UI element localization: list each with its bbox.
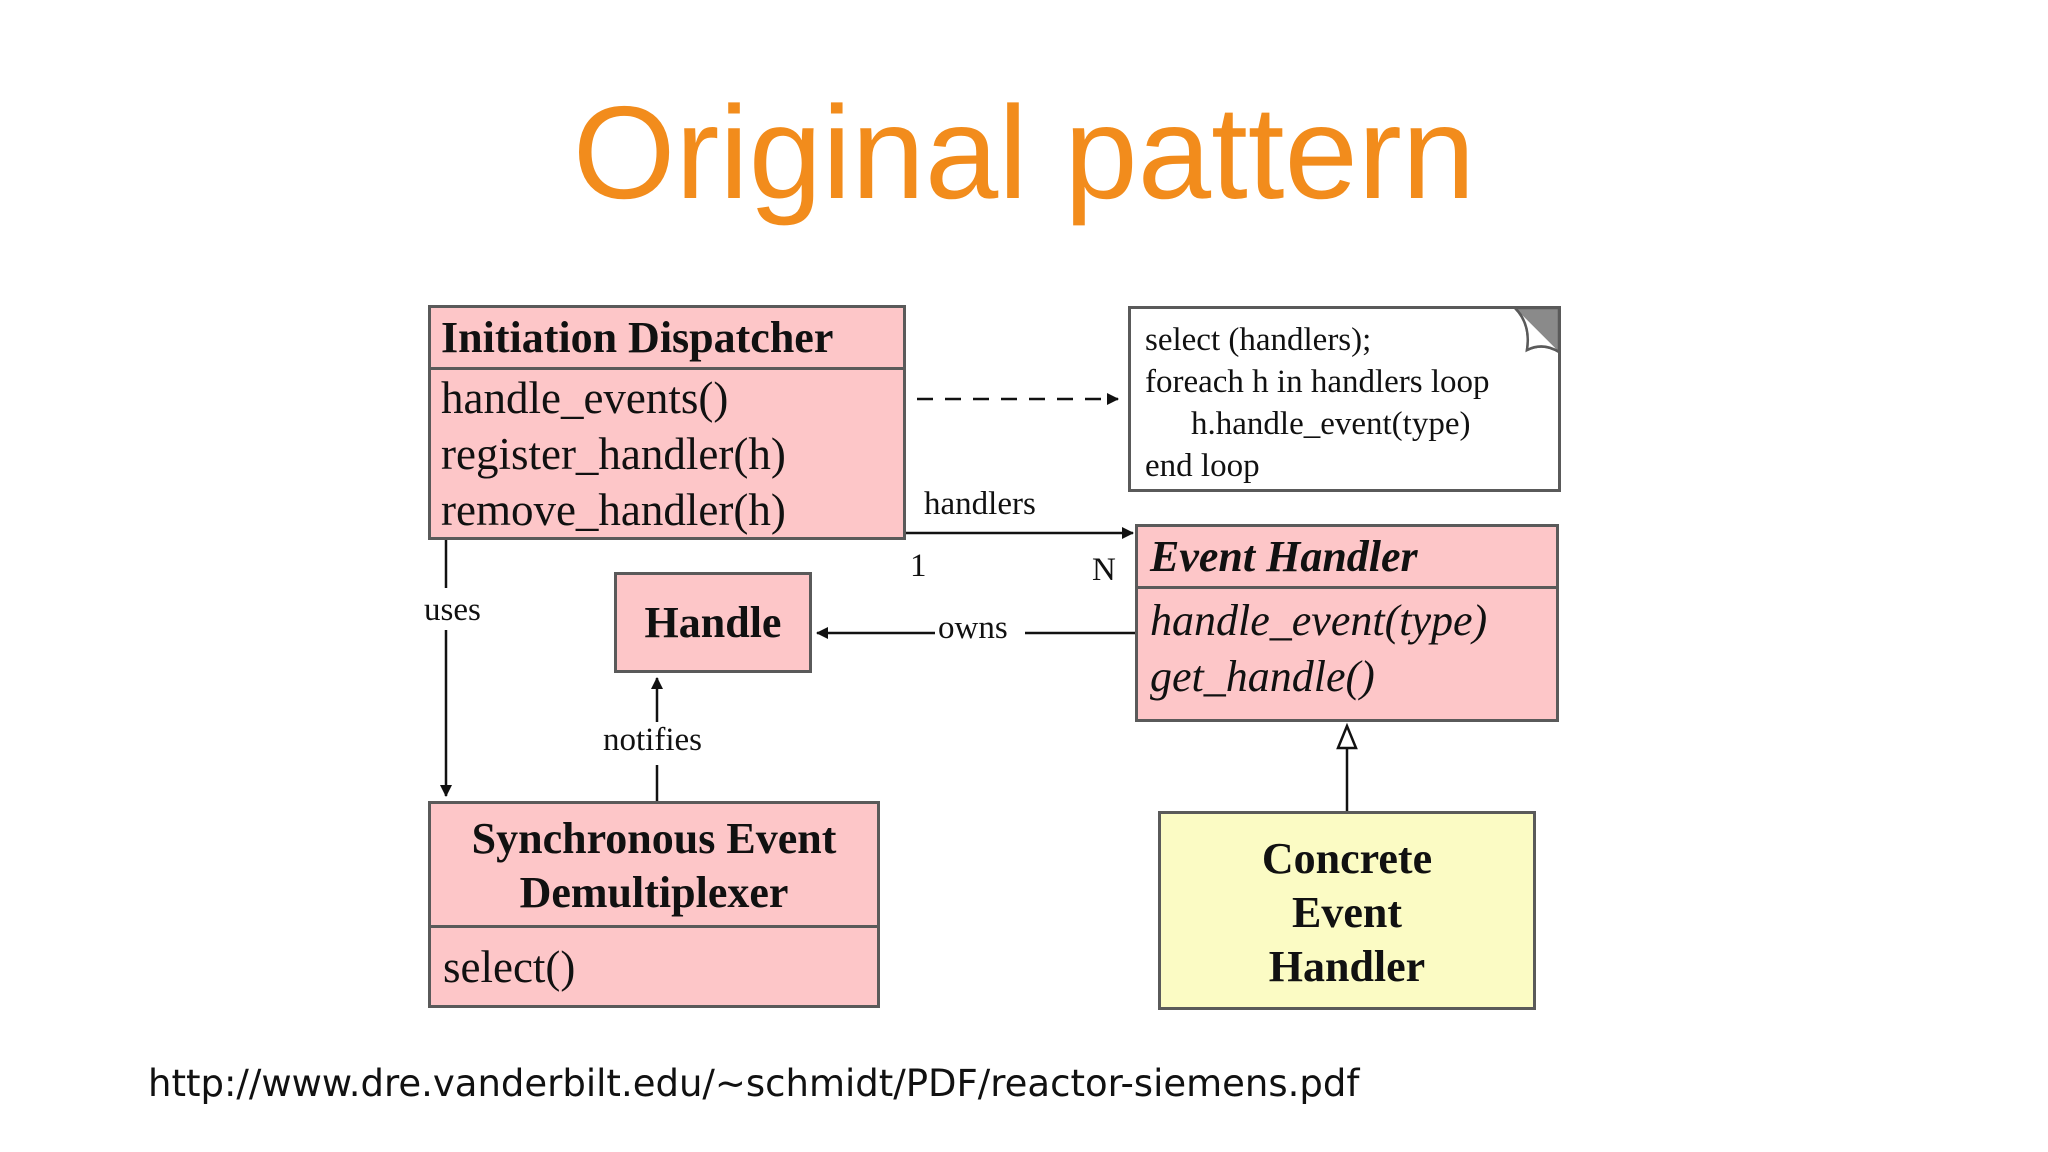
event-handler-methods: handle_event(type) get_handle() xyxy=(1138,589,1556,705)
inheritance-triangle xyxy=(1336,722,1358,750)
method-handle-events: handle_events() xyxy=(441,373,729,423)
handle-class: Handle xyxy=(614,572,812,673)
source-url: http://www.dre.vanderbilt.edu/~schmidt/P… xyxy=(148,1062,1360,1105)
initiation-dispatcher-class: Initiation Dispatcher handle_events() re… xyxy=(428,305,906,540)
note-folded-corner-icon xyxy=(1513,306,1561,354)
slide-title: Original pattern xyxy=(572,79,1476,226)
uses-label: uses xyxy=(424,592,481,628)
handle-name: Handle xyxy=(644,598,782,647)
sync-demux-methods: select() xyxy=(431,928,877,1006)
sync-demux-name-line-1: Synchronous Event xyxy=(471,814,837,863)
concrete-event-handler-class: Concrete Event Handler xyxy=(1158,811,1536,1010)
event-handler-class: Event Handler handle_event(type) get_han… xyxy=(1135,524,1559,722)
initiation-dispatcher-name: Initiation Dispatcher xyxy=(431,308,903,370)
event-handler-name: Event Handler xyxy=(1138,527,1556,589)
handlers-label: handlers xyxy=(924,486,1036,522)
method-get-handle: get_handle() xyxy=(1150,652,1375,701)
method-register-handler: register_handler(h) xyxy=(441,429,786,479)
initiation-dispatcher-methods: handle_events() register_handler(h) remo… xyxy=(431,370,903,538)
method-select: select() xyxy=(443,942,576,992)
note-line-2: foreach h in handlers loop xyxy=(1145,364,1490,400)
sync-demux-name: Synchronous Event Demultiplexer xyxy=(431,804,877,928)
note-line-3: h.handle_event(type) xyxy=(1191,406,1471,442)
sync-demux-name-line-2: Demultiplexer xyxy=(519,868,789,917)
concrete-name-line-1: Concrete xyxy=(1261,834,1433,883)
owns-label: owns xyxy=(938,610,1008,646)
multiplicity-n-label: N xyxy=(1092,552,1116,588)
method-handle-event: handle_event(type) xyxy=(1150,596,1488,645)
concrete-name-line-2: Event xyxy=(1292,888,1402,937)
sync-event-demultiplexer-class: Synchronous Event Demultiplexer select() xyxy=(428,801,880,1008)
method-remove-handler: remove_handler(h) xyxy=(441,485,786,535)
notifies-label: notifies xyxy=(603,722,702,758)
multiplicity-one-label: 1 xyxy=(910,548,927,584)
note-line-1: select (handlers); xyxy=(1145,322,1372,358)
note-line-4: end loop xyxy=(1145,448,1260,484)
concrete-name-line-3: Handler xyxy=(1268,942,1426,991)
pseudocode-note: select (handlers); foreach h in handlers… xyxy=(1128,306,1561,492)
